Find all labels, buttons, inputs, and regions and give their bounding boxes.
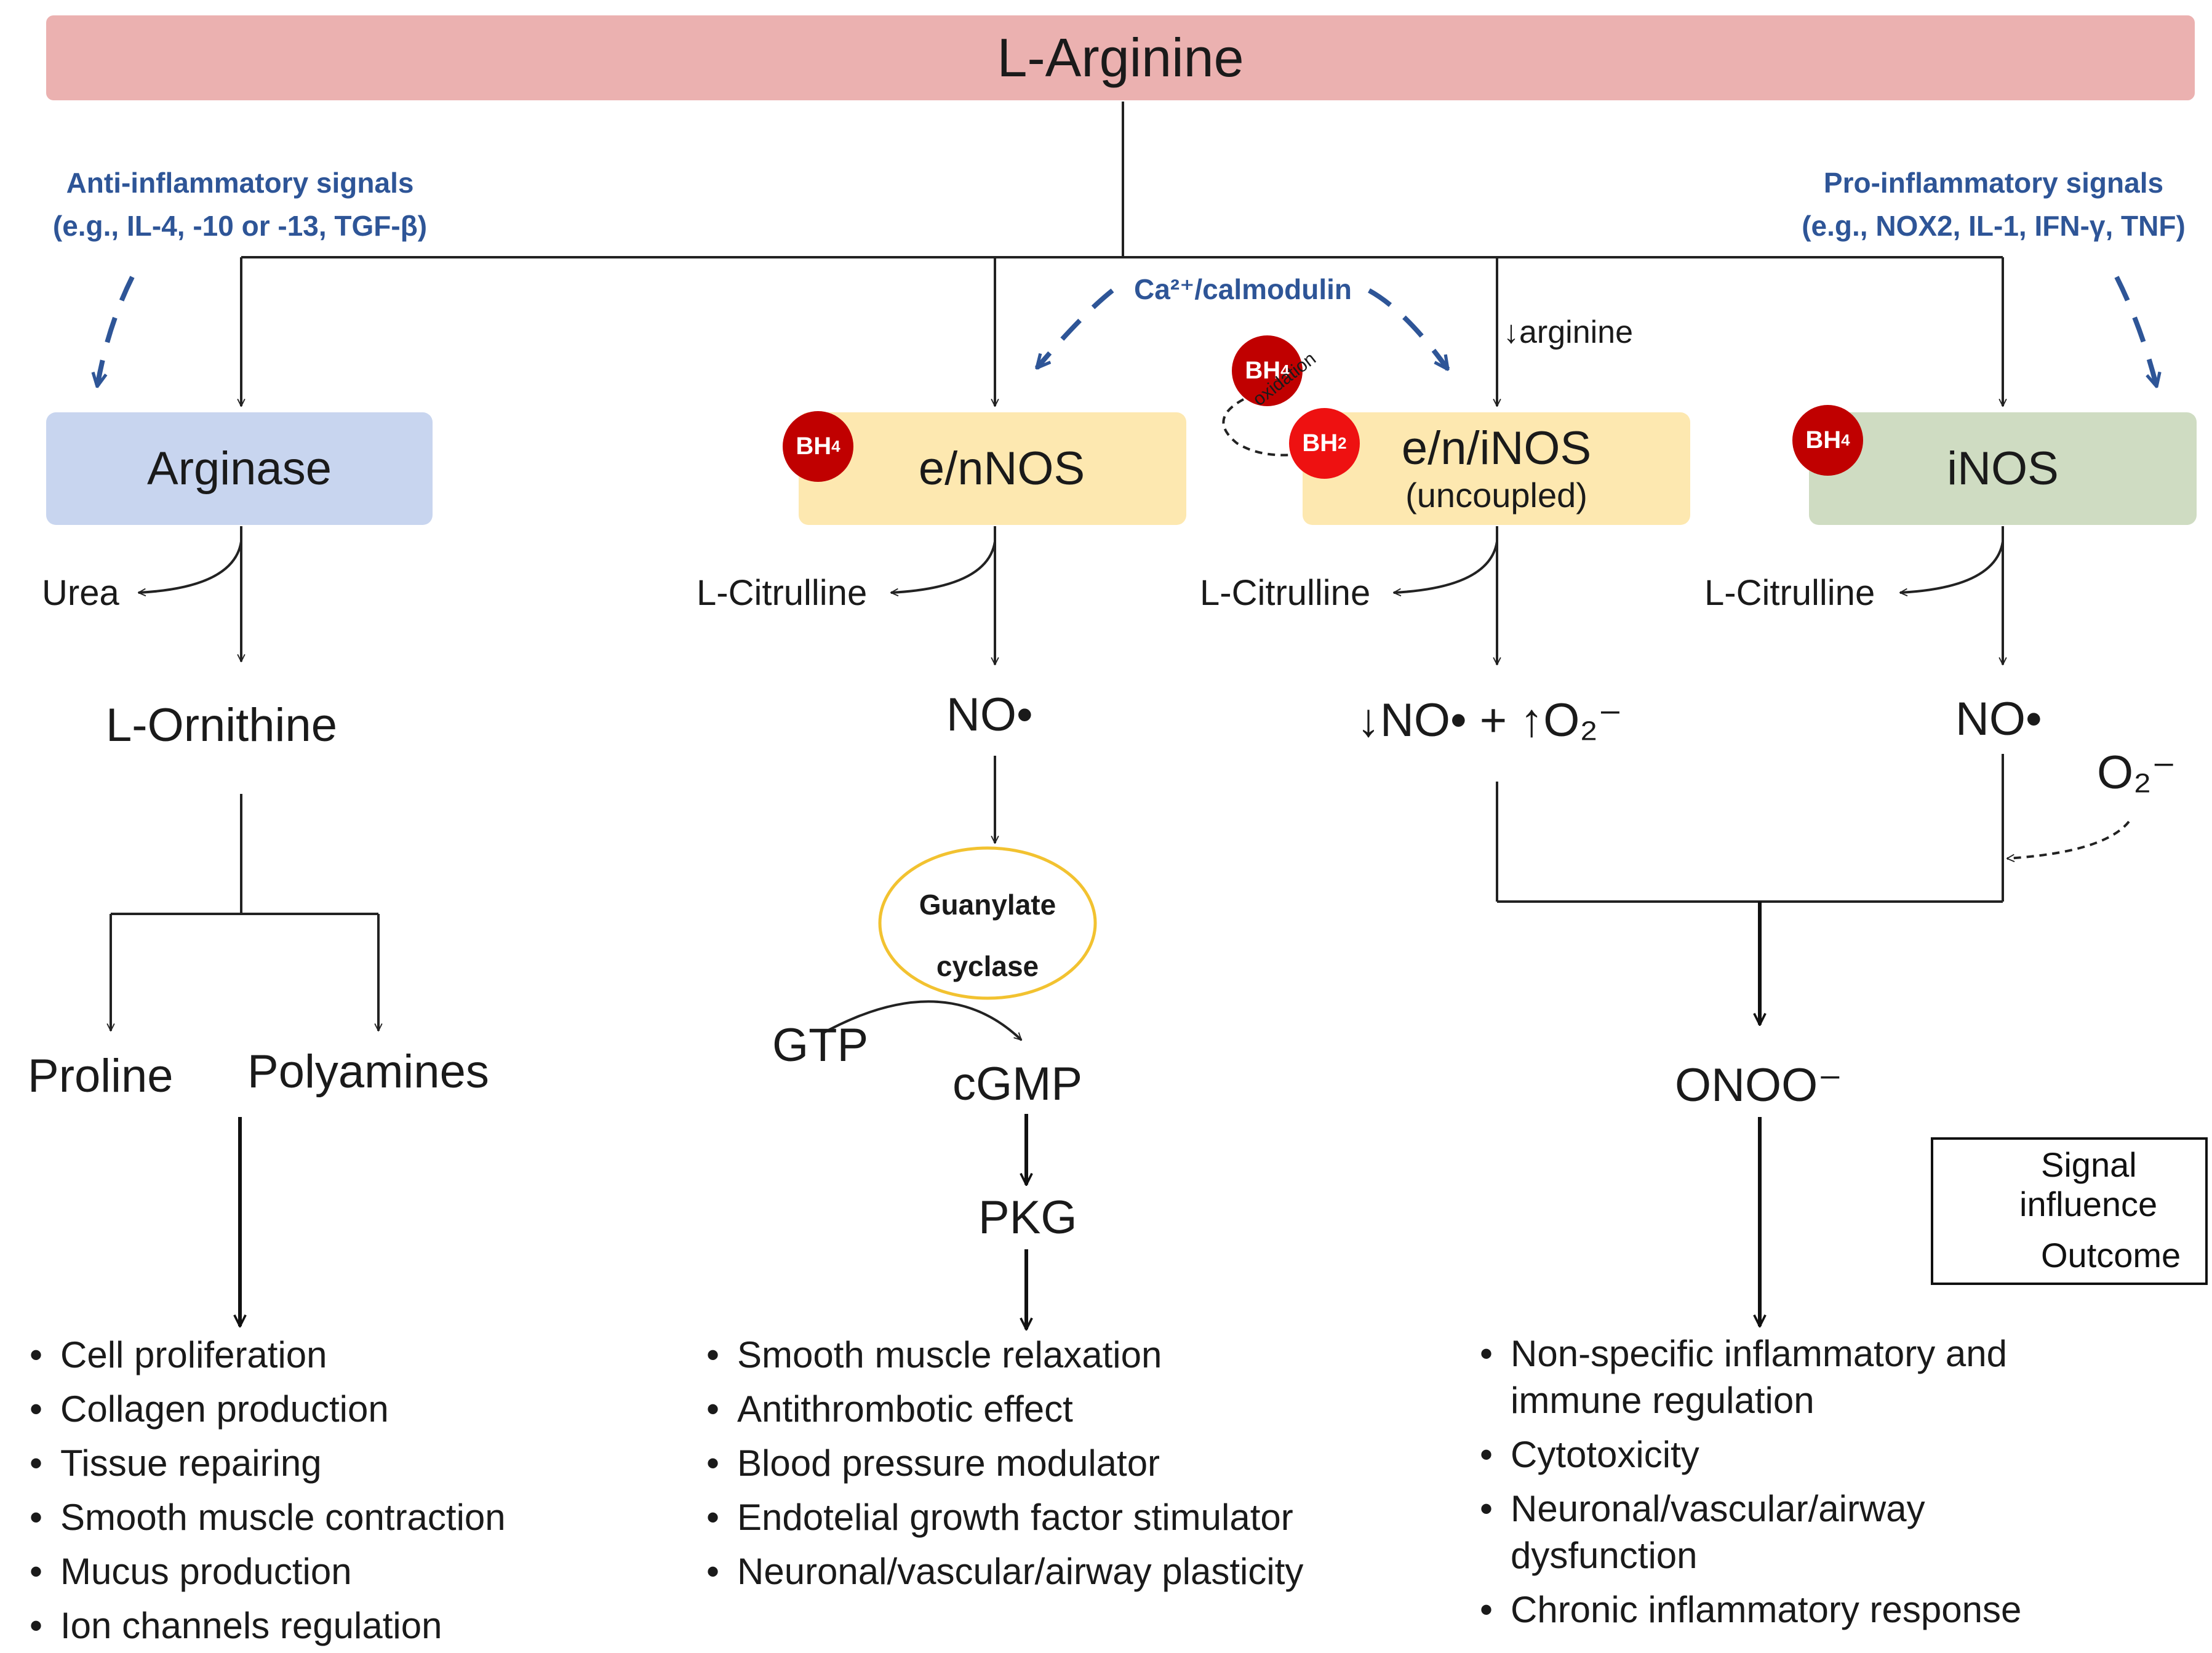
list-item: Tissue repairing	[30, 1436, 506, 1491]
list-item: Cytotoxicity	[1480, 1431, 2046, 1478]
inos-box: iNOS	[1809, 412, 2197, 525]
anti-signal-line2: (e.g., IL-4, -10 or -13, TGF-β)	[52, 210, 428, 242]
uncoupled-note: (uncoupled)	[1405, 475, 1587, 514]
uncoupled-connectors	[1222, 393, 1497, 665]
proline-label: Proline	[28, 1050, 174, 1102]
nitric-oxide-inos: NO•	[1955, 693, 2042, 745]
list-item: Blood pressure modulator	[706, 1436, 1303, 1491]
arginine-title: L-Arginine	[997, 27, 1244, 88]
nos-outcomes: Smooth muscle relaxation Antithrombotic …	[706, 1328, 1303, 1599]
bh4-text: BH	[1805, 426, 1842, 454]
list-item: Ion channels regulation	[30, 1599, 506, 1653]
legend-signal-line2: influence	[2019, 1185, 2158, 1223]
peroxynitrite-label: ONOO⁻	[1675, 1059, 1843, 1111]
guanylate-line1: Guanylate	[919, 889, 1056, 921]
list-item: Non-specific inflammatory and immune reg…	[1480, 1331, 2046, 1424]
guanylate-cyclase-label: Guanylate cyclase	[880, 874, 1095, 997]
inos-outcomes: Non-specific inflammatory and immune reg…	[1480, 1331, 2046, 1633]
uncoupled-nos-label: e/n/iNOS	[1401, 422, 1592, 474]
arginine-branches	[241, 102, 2003, 406]
pro-signal-line2: (e.g., NOX2, IL-1, IFN-γ, TNF)	[1802, 210, 2186, 242]
ornithine-label: L-Ornithine	[106, 699, 337, 751]
inos-connectors	[1900, 526, 2130, 859]
guanylate-line2: cyclase	[936, 950, 1039, 982]
list-item: Cell proliferation	[30, 1328, 506, 1382]
superoxide-label: O₂⁻	[2097, 746, 2176, 799]
uncoupled-nos-box: e/n/iNOS (uncoupled)	[1303, 412, 1690, 525]
pro-inflammatory-signals: Pro-inflammatory signals (e.g., NOX2, IL…	[1784, 161, 2203, 247]
list-item: Mucus production	[30, 1545, 506, 1599]
en-nos-label: e/nNOS	[918, 442, 1085, 495]
anti-inflammatory-signals: Anti-inflammatory signals (e.g., IL-4, -…	[25, 161, 455, 247]
list-item: Endotelial growth factor stimulator	[706, 1491, 1303, 1545]
cgmp-label: cGMP	[952, 1058, 1083, 1110]
legend-signal-line1: Signal	[2041, 1145, 2137, 1184]
legend-outcome: Outcome	[2041, 1236, 2181, 1275]
citrulline-label-nos: L-Citrulline	[697, 573, 868, 613]
list-item: Neuronal/vascular/airway dysfunction	[1480, 1486, 1978, 1579]
citrulline-label-uncoupled: L-Citrulline	[1200, 573, 1371, 613]
gtp-label: GTP	[772, 1019, 869, 1071]
arginase-box: Arginase	[46, 412, 433, 525]
pkg-label: PKG	[978, 1191, 1077, 1244]
arginase-connectors	[111, 526, 378, 1031]
bh4-sub: 4	[1841, 431, 1850, 449]
calmodulin-signal: Ca²⁺/calmodulin	[1134, 273, 1352, 305]
pro-signal-line1: Pro-inflammatory signals	[1823, 167, 2164, 199]
bh2-sub: 2	[1338, 434, 1347, 452]
anti-signal-line1: Anti-inflammatory signals	[66, 167, 414, 199]
list-item: Chronic inflammatory response	[1480, 1587, 2046, 1633]
low-arginine-label: ↓arginine	[1503, 314, 1634, 350]
bh4-sub: 4	[831, 437, 840, 455]
nos-connectors	[821, 526, 1021, 1040]
list-item: Smooth muscle contraction	[30, 1491, 506, 1545]
no-superoxide-label: ↓NO• + ↑O₂⁻	[1357, 694, 1623, 746]
legend: Signal influence Outcome	[1931, 1137, 2208, 1285]
bh4-text: BH	[1245, 357, 1281, 384]
arginase-outcomes: Cell proliferation Collagen production T…	[30, 1328, 506, 1653]
en-nos-box: e/nNOS	[799, 412, 1186, 525]
citrulline-label-inos: L-Citrulline	[1704, 573, 1875, 613]
bh4-text: BH	[796, 433, 832, 460]
guanylate-cyclase-shape	[878, 846, 1097, 1000]
list-item: Neuronal/vascular/airway plasticity	[706, 1545, 1303, 1599]
inos-label: iNOS	[1947, 442, 2059, 495]
bh4-sub: 4	[1280, 361, 1290, 380]
list-item: Smooth muscle relaxation	[706, 1328, 1303, 1382]
arginine-title-bar: L-Arginine	[46, 15, 2195, 100]
list-item: Collagen production	[30, 1382, 506, 1436]
urea-label: Urea	[42, 573, 119, 613]
polyamines-label: Polyamines	[247, 1046, 489, 1098]
signal-arrows	[97, 276, 2157, 386]
arginase-label: Arginase	[147, 442, 332, 495]
nitric-oxide-nos: NO•	[946, 689, 1033, 741]
peroxynitrite-connectors	[1496, 754, 2004, 903]
bh2-text: BH	[1302, 430, 1338, 457]
list-item: Antithrombotic effect	[706, 1382, 1303, 1436]
